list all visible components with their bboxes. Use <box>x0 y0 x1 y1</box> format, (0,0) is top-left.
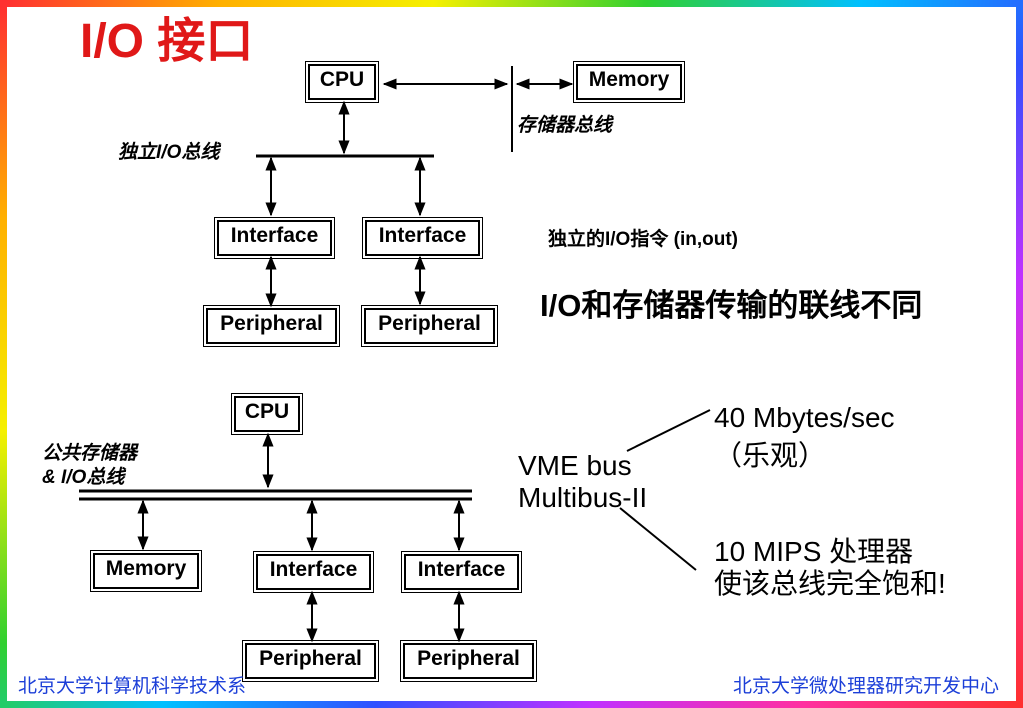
interface-box-bottom-2: Interface <box>401 551 522 593</box>
slide-title: I/O 接口 <box>80 15 254 68</box>
interface-box-2: Interface <box>362 217 483 259</box>
peripheral-box-bottom-2: Peripheral <box>400 640 537 682</box>
bandwidth-note: （乐观） <box>714 440 827 471</box>
memory-box: Memory <box>573 61 685 103</box>
interface-box-1: Interface <box>214 217 335 259</box>
footer-right: 北京大学微处理器研究开发中心 <box>732 676 999 697</box>
io-instruction-note: 独立的I/O指令 (in,out) <box>548 229 738 250</box>
footer-left: 北京大学计算机科学技术系 <box>18 676 247 697</box>
io-bus-label: 独立I/O总线 <box>118 142 220 163</box>
shared-bus-label-line2: & I/O总线 <box>42 467 125 488</box>
shared-bus-label-line1: 公共存储器 <box>42 443 138 464</box>
saturation-text-1: 10 MIPS 处理器 <box>714 536 914 567</box>
bus-type-vme: VME bus <box>518 450 632 481</box>
cpu-box: CPU <box>305 61 379 103</box>
branch-line-lower <box>619 507 697 571</box>
memory-box-bottom: Memory <box>90 550 202 592</box>
bus-type-multibus: Multibus-II <box>518 482 648 513</box>
bandwidth-text: 40 Mbytes/sec <box>714 402 895 433</box>
peripheral-box-2: Peripheral <box>361 305 498 347</box>
branch-line-upper <box>626 409 711 452</box>
interface-box-bottom-1: Interface <box>253 551 374 593</box>
saturation-text-2: 使该总线完全饱和! <box>714 568 946 599</box>
cpu-box-bottom: CPU <box>231 393 303 435</box>
peripheral-box-1: Peripheral <box>203 305 340 347</box>
memory-bus-label: 存储器总线 <box>517 115 613 136</box>
difference-note: I/O和存储器传输的联线不同 <box>540 288 923 323</box>
peripheral-box-bottom-1: Peripheral <box>242 640 379 682</box>
